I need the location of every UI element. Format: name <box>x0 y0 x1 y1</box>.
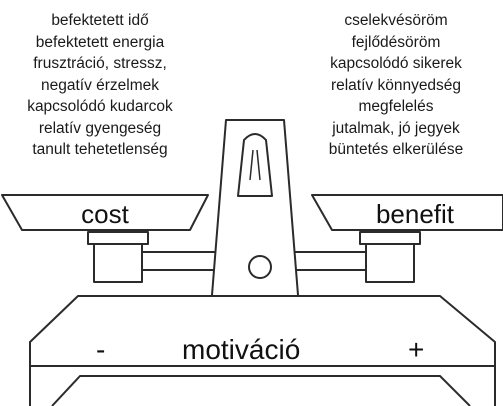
benefit-item: fejlődésöröm <box>351 33 441 51</box>
cost-item: relatív gyengeség <box>38 119 162 137</box>
cost-list: befektetett idő befektetett energia frus… <box>0 10 200 161</box>
benefit-item: jutalmak, jó jegyek <box>332 119 460 137</box>
benefit-label: benefit <box>375 199 455 229</box>
right-pan-support <box>365 243 415 283</box>
cost-pan <box>1 194 209 231</box>
minus-sign: - <box>96 334 106 365</box>
left-pan-stem <box>87 231 149 245</box>
benefit-item: büntetés elkerülése <box>328 141 464 158</box>
benefit-list: cselekvésöröm fejlődésöröm kapcsolódó si… <box>296 10 496 161</box>
plus-sign: + <box>408 334 425 365</box>
cost-label: cost <box>81 199 129 229</box>
scale-base-foot <box>51 375 471 406</box>
right-pan-stem <box>359 231 421 245</box>
motivation-label: motiváció <box>182 334 301 365</box>
scale-pivot <box>248 255 272 279</box>
cost-item: kapcsolódó kudarcok <box>27 98 173 115</box>
cost-item: befektetett idő <box>51 12 149 29</box>
cost-item: frusztráció, stressz, <box>33 55 167 72</box>
scale-pointer <box>237 133 273 197</box>
cost-item: negatív érzelmek <box>40 76 160 94</box>
benefit-item: kapcsolódó sikerek <box>330 55 462 72</box>
benefit-pan <box>311 194 503 231</box>
benefit-item: cselekvésöröm <box>344 12 448 29</box>
benefit-item: megfelelés <box>358 98 434 115</box>
cost-item: befektetett energia <box>35 33 165 51</box>
benefit-item: relatív könnyedség <box>330 76 462 94</box>
left-pan-support <box>93 243 143 283</box>
cost-item: tanult tehetetlenség <box>32 141 168 158</box>
